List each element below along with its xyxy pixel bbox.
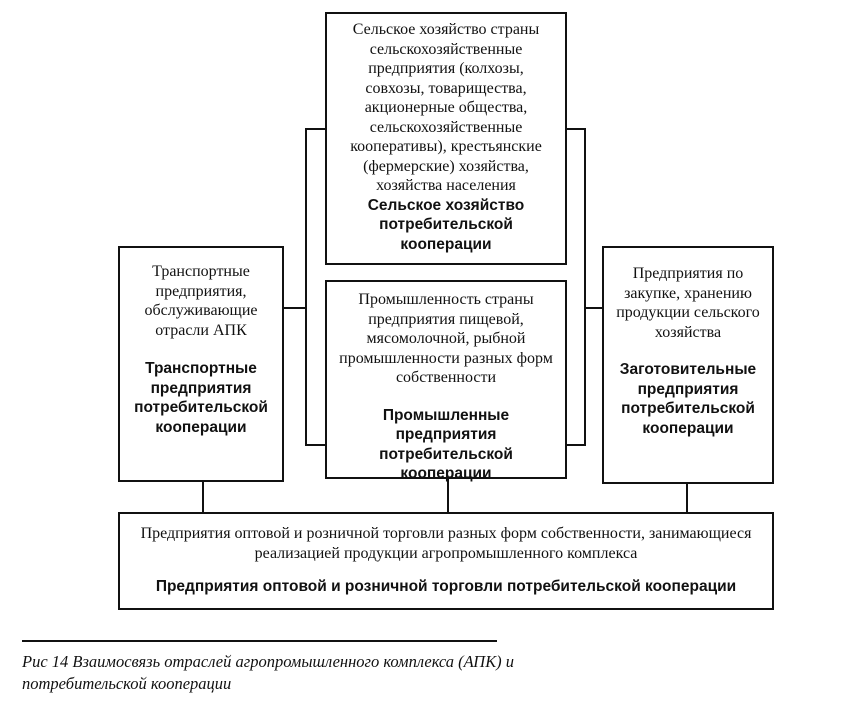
connector-right-vertical (584, 128, 586, 446)
bottom-box-bold-text: Предприятия оптовой и розничной торговли… (155, 578, 737, 595)
top-box-plain-text: Сельское хозяйство страны сельскохозяйст… (350, 21, 542, 194)
connector-bottom-right-horizontal (566, 444, 586, 446)
center-box-plain-text: Промышленность страны предприятия пищево… (339, 291, 553, 386)
connector-right-stub (584, 307, 604, 309)
top-box-agriculture: Сельское хозяйство страны сельскохозяйст… (325, 12, 567, 265)
connector-left-vertical (305, 128, 307, 446)
connector-left-stub (282, 307, 306, 309)
right-box-procurement: Предприятия по закупке, хранению продукц… (602, 246, 774, 484)
connector-top-right-horizontal (566, 128, 586, 130)
right-box-plain-text: Предприятия по закупке, хранению продукц… (616, 265, 760, 341)
left-box-bold-text: Транспортные предприятия потребительской… (134, 360, 268, 436)
connector-top-left-horizontal (305, 128, 325, 130)
connector-bottom-left-horizontal (305, 444, 325, 446)
caption-rule (22, 640, 497, 642)
center-box-industry: Промышленность страны предприятия пищево… (325, 280, 567, 482)
connector-left-to-bottom (202, 480, 204, 514)
figure-caption: Рис 14 Взаимосвязь отраслей агропромышле… (22, 652, 515, 693)
top-box-bold-text: Сельское хозяйство потребительской коопе… (367, 196, 525, 253)
left-box-transport: Транспортные предприятия, обслуживающие … (118, 246, 284, 482)
left-box-plain-text: Транспортные предприятия, обслуживающие … (144, 263, 258, 339)
bottom-box-plain-text: Предприятия оптовой и розничной торговли… (140, 525, 752, 562)
bottom-box-trade: Предприятия оптовой и розничной торговли… (118, 512, 774, 610)
connector-right-to-bottom (686, 482, 688, 514)
right-box-bold-text: Заготовительные предприятия потребительс… (619, 361, 757, 437)
center-box-bold-text: Промышленные предприятия потребительской… (379, 406, 513, 483)
connector-center-to-bottom (447, 478, 449, 514)
